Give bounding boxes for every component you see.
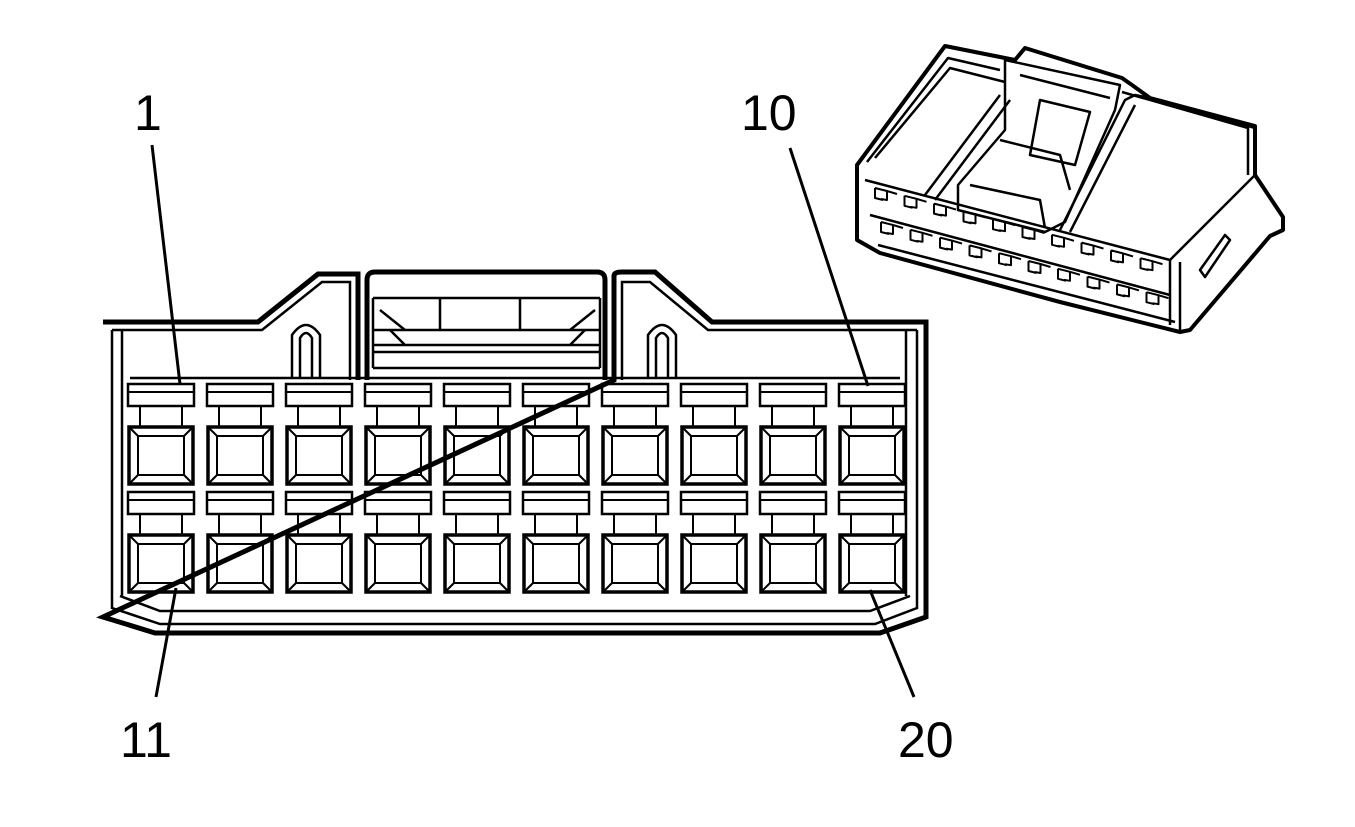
- pin-label-20: 20: [898, 712, 954, 768]
- pin-cavity-6: [521, 382, 591, 486]
- isometric-cavity-mark: [1086, 275, 1110, 290]
- isometric-cavity-mark: [1057, 267, 1081, 282]
- isometric-cavity-mark: [1110, 249, 1134, 264]
- pin-cavity-15: [442, 490, 512, 594]
- leader-line-pin-20: [868, 589, 916, 698]
- connector-front-view: [96, 269, 929, 636]
- pin-cavity-10: [837, 382, 907, 486]
- isometric-cavity-mark: [933, 202, 957, 217]
- pin-cavity-19: [758, 490, 828, 594]
- pin-label-10: 10: [741, 85, 797, 141]
- isometric-cavity-mark: [1080, 241, 1104, 256]
- isometric-cavity-mark: [1116, 283, 1140, 298]
- leader-line-pin-11: [154, 587, 178, 698]
- pin-cavity-13: [284, 490, 354, 594]
- isometric-cavity-mark: [962, 210, 986, 225]
- pin-cavity-16: [521, 490, 591, 594]
- pin-cavity-12: [205, 490, 275, 594]
- isometric-cavity-mark: [880, 221, 904, 235]
- pin-cavity-17: [600, 490, 670, 594]
- pin-label-1: 1: [134, 85, 162, 141]
- pin-cavity-2: [205, 382, 275, 486]
- isometric-cavity-mark: [1027, 260, 1051, 274]
- isometric-cavity-mark: [874, 187, 898, 201]
- isometric-cavity-mark: [1051, 233, 1075, 248]
- isometric-cavity-mark: [1145, 291, 1169, 306]
- guide-post-left: [290, 323, 322, 378]
- isometric-cavity-mark: [939, 236, 963, 251]
- isometric-cavity-mark: [1139, 257, 1163, 272]
- isometric-cavity-mark: [903, 194, 927, 209]
- leader-line-pin-10: [788, 147, 870, 387]
- leader-line-pin-1: [150, 144, 182, 385]
- connector-isometric-view: [855, 44, 1285, 334]
- pin-label-11: 11: [120, 712, 172, 768]
- connector-housing-inner: [110, 280, 919, 626]
- pin-cavity-3: [284, 382, 354, 486]
- isometric-cavity-mark: [909, 228, 933, 243]
- pin-cavity-20: [837, 490, 907, 594]
- isometric-cavity-marks: [874, 187, 1169, 306]
- pin-cavity-18: [679, 490, 749, 594]
- pin-cavity-5: [442, 382, 512, 486]
- pin-cavity-7: [600, 382, 670, 486]
- isometric-cavity-mark: [998, 252, 1022, 267]
- isometric-cavity-mark: [992, 218, 1016, 233]
- pin-cavity-8: [679, 382, 749, 486]
- pin-cavity-11: [126, 490, 196, 594]
- pin-cavity-14: [363, 490, 433, 594]
- pin-cavity-9: [758, 382, 828, 486]
- pin-cavity-1: [126, 382, 196, 486]
- isometric-cavity-mark: [1021, 226, 1045, 240]
- leader-lines: [150, 144, 916, 698]
- pin-cavities: [126, 382, 907, 594]
- pin-cavity-4: [363, 382, 433, 486]
- center-latch: [371, 296, 602, 370]
- connector-housing-outline: [96, 269, 929, 636]
- guide-post-right: [646, 323, 678, 378]
- isometric-cavity-mark: [968, 244, 992, 259]
